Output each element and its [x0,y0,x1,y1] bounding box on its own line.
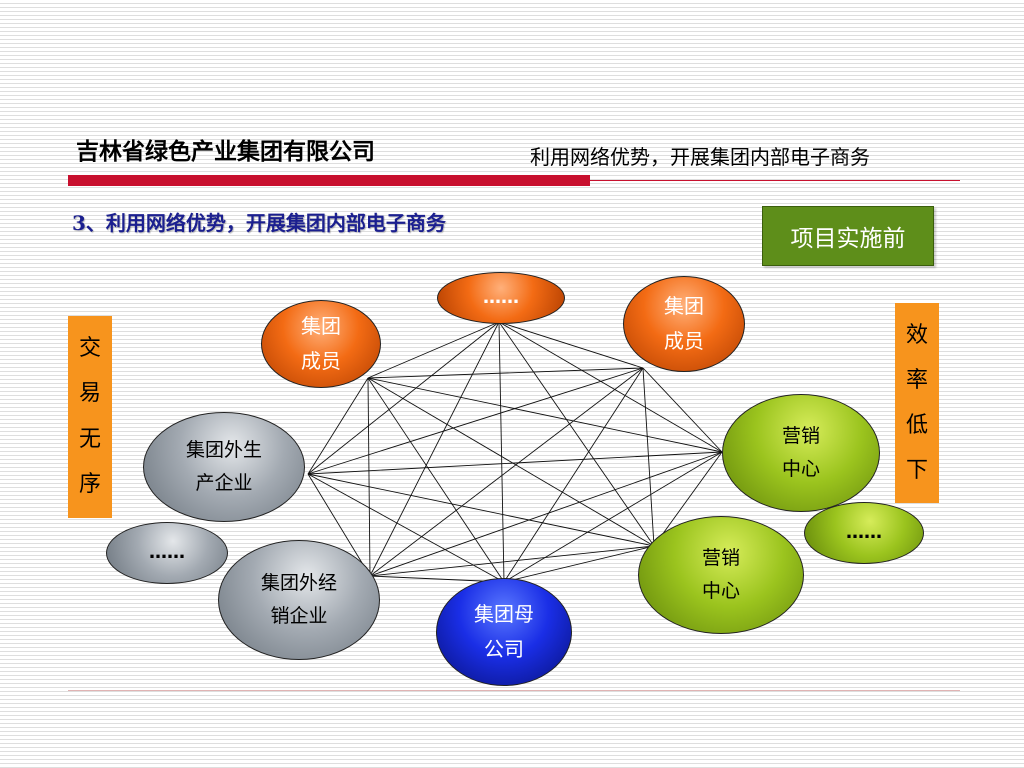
node-text: 集团 [301,314,341,338]
node-text: 中心 [781,458,820,480]
header-red-rule [68,175,590,186]
connection-line [367,377,371,577]
connection-line [498,321,505,583]
header-thin-rule [590,180,960,181]
stage-badge: 项目实施前 [762,206,934,266]
node-outside-distributor: 集团外经 销企业 [218,540,380,660]
connection-line [307,473,655,547]
connection-line [642,367,655,547]
node-text: …… [149,542,185,563]
node-text: 营销 [701,546,740,569]
node-top-more: …… [437,272,565,324]
node-group-member-right: 集团 成员 [623,276,745,372]
left-label-char: 序 [78,472,101,498]
node-left-more: …… [106,522,228,584]
connection-line [307,473,505,583]
right-label-char: 效 [905,322,928,348]
connection-line [307,367,644,475]
left-label-char: 易 [78,381,101,407]
connection-line [367,377,723,453]
connection-line [503,545,655,583]
connection-line [307,321,500,475]
connection-line [503,451,723,583]
right-label-char: 下 [905,457,928,483]
connection-line [307,377,369,475]
node-text: 集团外生 [185,438,262,461]
node-text: 销企业 [270,605,328,627]
connection-line [498,321,723,453]
connection-line [369,451,723,577]
connection-line [367,377,655,547]
node-text: …… [846,522,882,543]
left-side-label: 交 易 无 序 [68,316,112,518]
node-marketing-center-lower: 营销 中心 [638,516,804,634]
node-right-more: …… [804,502,924,564]
node-marketing-center-upper: 营销 中心 [722,394,880,512]
section-heading: 3、利用网络优势，开展集团内部电子商务 [72,211,446,235]
connection-line [367,367,644,379]
node-text: 集团母 [474,602,534,626]
connection-line [369,367,644,577]
connection-line [369,321,500,577]
connection-line [369,545,655,577]
connection-line [307,473,371,577]
node-text: …… [483,287,519,308]
left-label-char: 交 [78,335,101,361]
connection-line [503,367,644,583]
connection-line [498,321,655,547]
node-outside-producer: 集团外生 产企业 [143,412,305,522]
node-text: 营销 [781,424,820,447]
node-group-member-left: 集团 成员 [261,300,381,388]
connection-line [642,367,723,453]
node-text: 公司 [484,637,524,661]
node-text: 中心 [701,580,740,602]
left-label-char: 无 [78,426,101,452]
node-text: 产企业 [195,472,253,494]
node-text: 成员 [301,349,341,373]
connection-line [307,451,723,475]
footer-rule [68,690,960,691]
connection-line [367,321,500,379]
header-subtitle: 利用网络优势，开展集团内部电子商务 [530,145,870,169]
connection-line [498,321,644,369]
node-text: 集团外经 [260,571,337,594]
company-title: 吉林省绿色产业集团有限公司 [76,139,375,165]
node-text: 集团 [664,294,704,318]
right-label-char: 低 [905,412,928,438]
connection-line [367,377,505,583]
right-label-char: 率 [905,367,928,393]
node-parent-company: 集团母 公司 [436,578,572,686]
right-side-label: 效 率 低 下 [895,303,939,503]
node-text: 成员 [664,329,704,353]
